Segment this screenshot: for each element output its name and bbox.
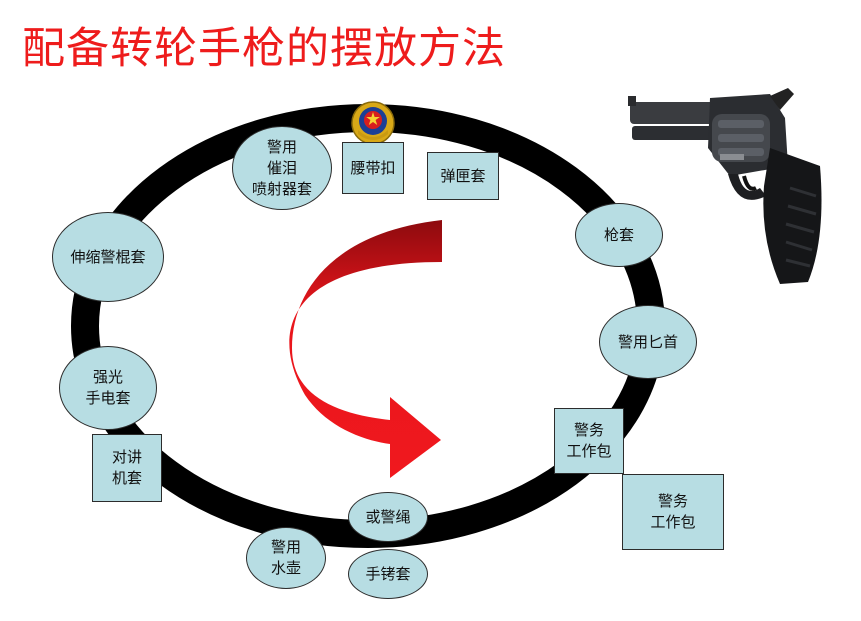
revolver-image (628, 88, 822, 284)
baton-holster-node: 伸缩警棍套 (52, 212, 164, 302)
water-kettle-node: 警用 水壶 (246, 527, 326, 589)
work-bag-node-b: 警务 工作包 (622, 474, 724, 550)
holster-node: 枪套 (575, 203, 663, 267)
direction-arrow (289, 220, 442, 478)
gas-spray-holster-node: 警用 催泪 喷射器套 (232, 126, 332, 210)
belt-buckle-node: 腰带扣 (342, 142, 404, 194)
police-dagger-node: 警用匕首 (599, 305, 697, 379)
work-bag-node-a: 警务 工作包 (554, 408, 624, 474)
rope-node: 或警绳 (348, 492, 428, 542)
flashlight-holster-node: 强光 手电套 (59, 346, 157, 430)
handcuff-holster-node: 手铐套 (348, 549, 428, 599)
page-title: 配备转轮手枪的摆放方法 (22, 24, 506, 74)
radio-holster-node: 对讲 机套 (92, 434, 162, 502)
police-badge-icon (351, 101, 395, 145)
magazine-pouch-node: 弹匣套 (427, 152, 499, 200)
